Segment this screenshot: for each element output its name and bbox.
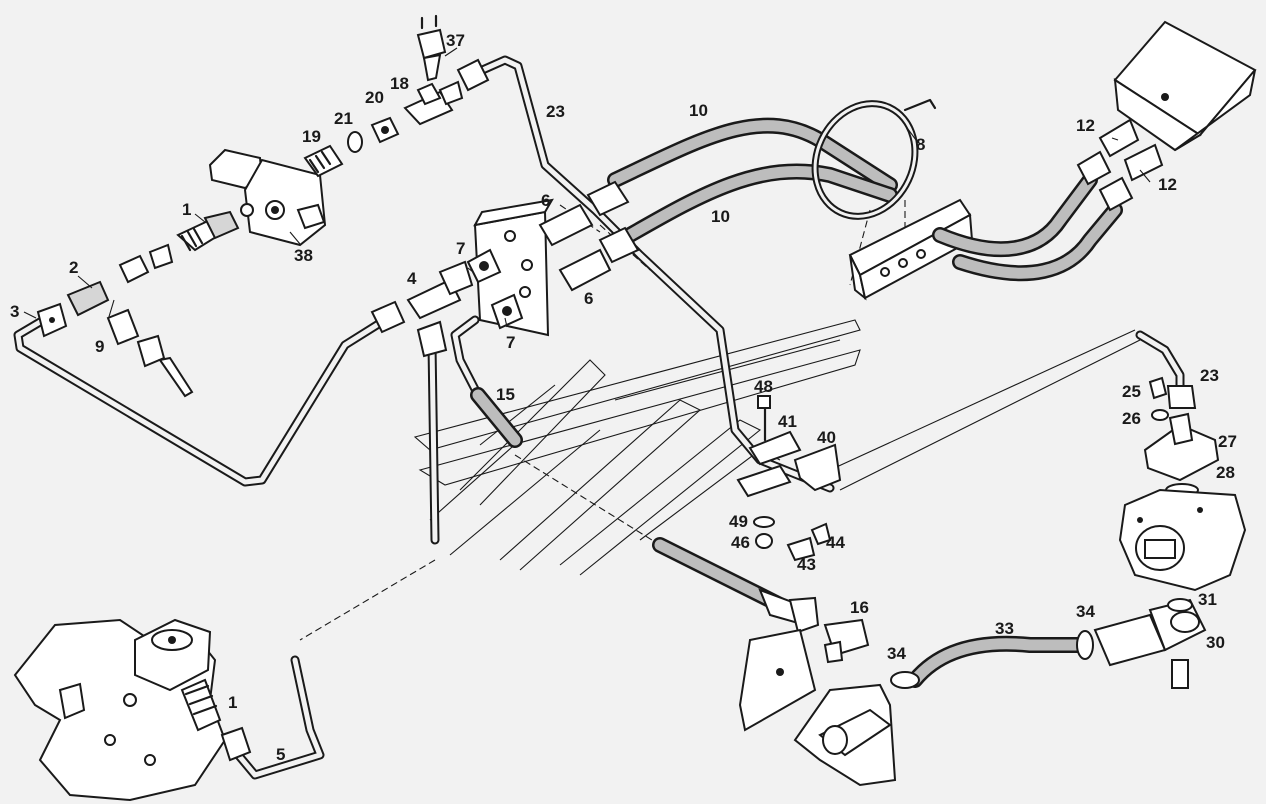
callout-15: 15 <box>496 385 515 404</box>
callout-8: 8 <box>916 135 925 154</box>
hose-16 <box>652 537 870 664</box>
nut-23-top <box>456 58 490 92</box>
pipe-vertical <box>427 340 440 545</box>
nut-20 <box>370 116 400 144</box>
leader-lines <box>23 47 1151 328</box>
tee-fitting-4 <box>370 260 474 358</box>
tee-18 <box>403 80 464 126</box>
callouts: 37 18 20 21 19 23 10 8 12 12 10 6 6 7 7 … <box>10 31 1237 764</box>
sensor-37 <box>416 14 447 82</box>
callout-33: 33 <box>995 619 1014 638</box>
callout-44: 44 <box>826 533 845 552</box>
cube-block <box>1113 20 1257 152</box>
callout-38: 38 <box>294 246 313 265</box>
callout-5: 5 <box>276 745 285 764</box>
callout-28: 28 <box>1216 463 1235 482</box>
callout-26: 26 <box>1122 409 1141 428</box>
callout-7-upper: 7 <box>456 239 465 258</box>
callout-37: 37 <box>446 31 465 50</box>
callout-23-right: 23 <box>1200 366 1219 385</box>
pipe-3 <box>13 313 393 487</box>
fitting-9 <box>106 308 194 398</box>
callout-18: 18 <box>390 74 409 93</box>
ring-clamp-8 <box>811 98 937 220</box>
hose-10-upper <box>607 117 898 193</box>
fitting-1-lower <box>180 678 222 732</box>
callout-10-upper: 10 <box>689 101 708 120</box>
lower-brackets <box>738 628 897 787</box>
nut-7-upper <box>466 248 502 284</box>
callout-34-left: 34 <box>887 644 906 663</box>
engine-housing <box>13 618 227 802</box>
valve-block-38 <box>208 148 327 247</box>
callout-46: 46 <box>731 533 750 552</box>
callout-34-right: 34 <box>1076 602 1095 621</box>
callout-3: 3 <box>10 302 19 321</box>
callout-1-lower: 1 <box>228 693 237 712</box>
washer-21 <box>347 131 363 153</box>
fittings-6 <box>538 180 640 292</box>
callout-12-upper: 12 <box>1076 116 1095 135</box>
callout-6-lower: 6 <box>584 289 593 308</box>
callout-2: 2 <box>69 258 78 277</box>
callout-30: 30 <box>1206 633 1225 652</box>
fitting-2-group <box>36 243 174 338</box>
callout-12-lower: 12 <box>1158 175 1177 194</box>
callout-41: 41 <box>778 412 797 431</box>
callout-21: 21 <box>334 109 353 128</box>
callout-43: 43 <box>797 555 816 574</box>
callout-20: 20 <box>365 88 384 107</box>
callout-1-upper: 1 <box>182 200 191 219</box>
callout-6-upper: 6 <box>541 191 550 210</box>
fitting-1-upper <box>176 210 240 252</box>
hoses-12 <box>932 118 1164 282</box>
callout-10-lower: 10 <box>711 207 730 226</box>
nut-7-lower <box>490 293 524 330</box>
hose-10-lower <box>622 163 898 243</box>
pump-assembly <box>1118 330 1247 592</box>
callout-19: 19 <box>302 127 321 146</box>
hose-33 <box>890 598 1207 689</box>
callout-4: 4 <box>407 269 417 288</box>
callout-16: 16 <box>850 598 869 617</box>
fitting-19 <box>303 144 344 178</box>
callout-31: 31 <box>1198 590 1217 609</box>
callout-27: 27 <box>1218 432 1237 451</box>
clamp-assembly <box>736 395 842 562</box>
callout-7-lower: 7 <box>506 333 515 352</box>
callout-9: 9 <box>95 337 104 356</box>
callout-25: 25 <box>1122 382 1141 401</box>
hose-15 <box>450 315 523 448</box>
callout-40: 40 <box>817 428 836 447</box>
pipe-5 <box>220 655 325 780</box>
callout-23: 23 <box>546 102 565 121</box>
callout-48: 48 <box>754 377 773 396</box>
callout-49: 49 <box>729 512 748 531</box>
